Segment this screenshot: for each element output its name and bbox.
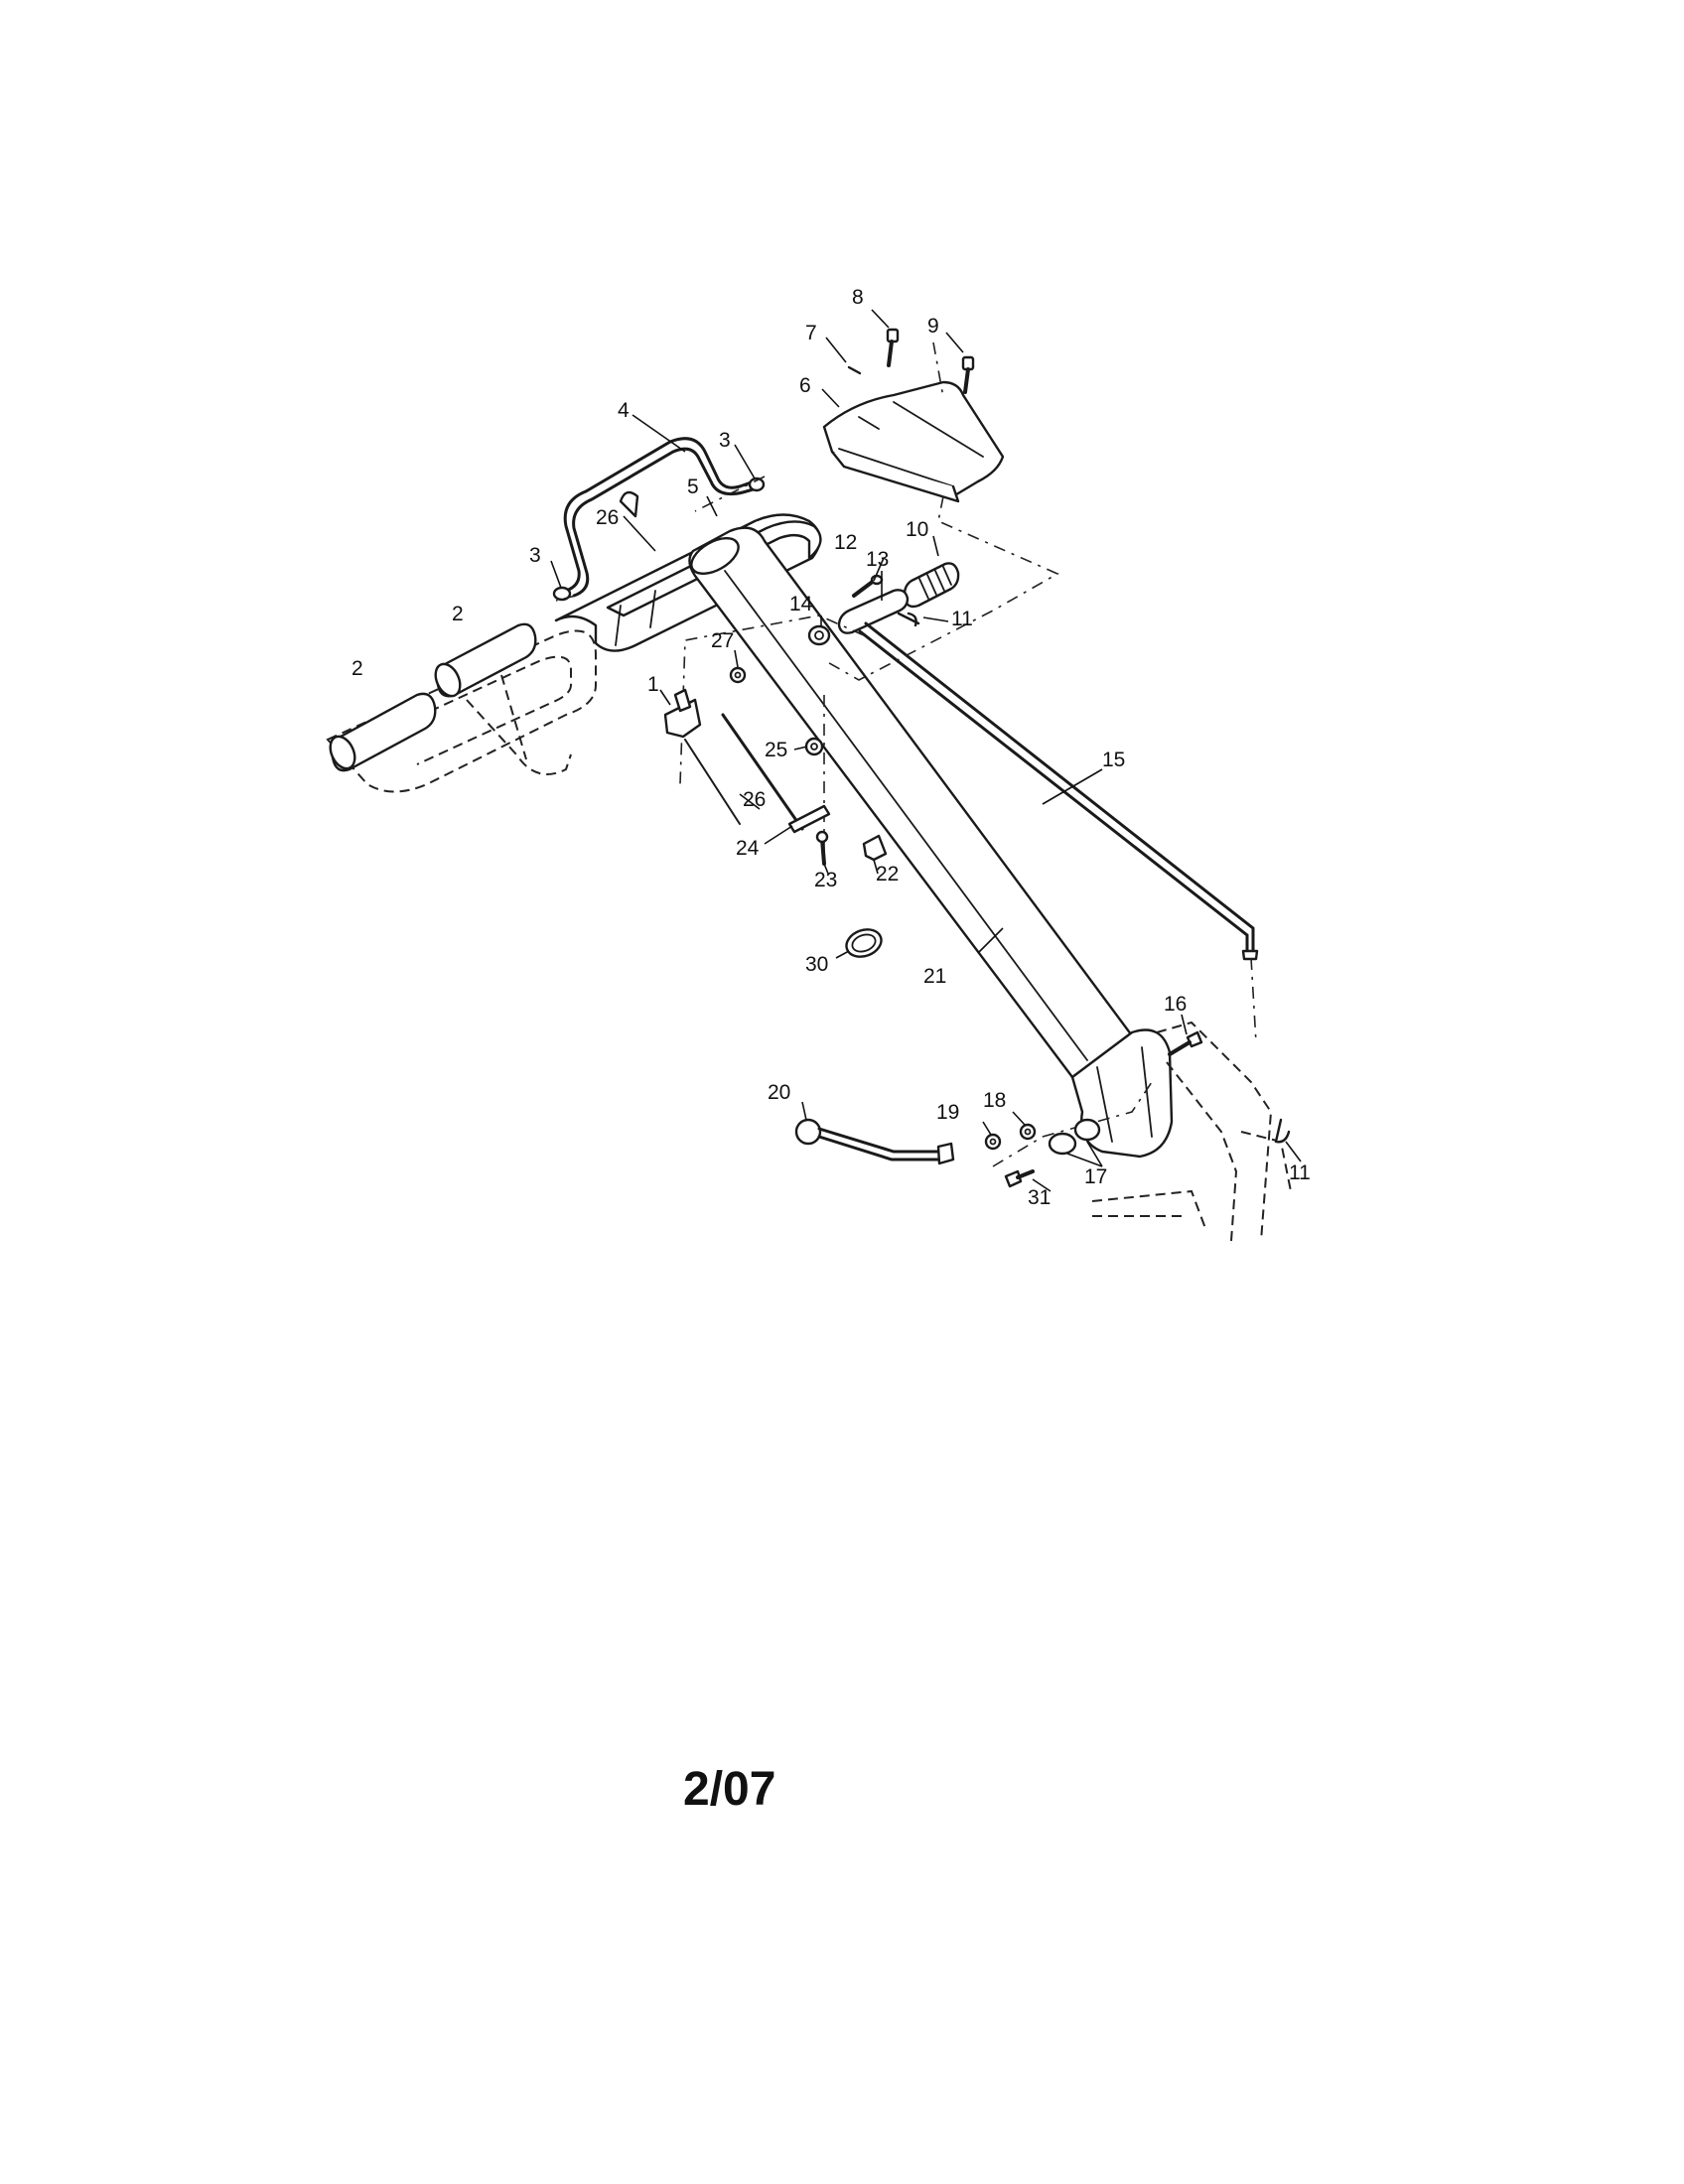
alignment-lines bbox=[555, 341, 1257, 1167]
callout-14: 14 bbox=[789, 593, 813, 615]
callout-17: 17 bbox=[1084, 1165, 1107, 1188]
callout-8: 8 bbox=[852, 286, 864, 309]
bolt-23 bbox=[815, 830, 829, 866]
nut-25 bbox=[804, 737, 824, 756]
callout-22: 22 bbox=[876, 863, 899, 886]
callout-21: 21 bbox=[923, 965, 946, 988]
callout-12: 12 bbox=[834, 531, 857, 554]
leader-lines bbox=[550, 309, 1302, 1192]
callout-25: 25 bbox=[765, 739, 787, 761]
shift-lever bbox=[794, 1118, 955, 1165]
bushing-14 bbox=[807, 624, 831, 646]
callout-11a: 11 bbox=[951, 608, 973, 630]
console-cover bbox=[822, 380, 1005, 503]
callout-2a: 2 bbox=[351, 657, 363, 680]
callout-30: 30 bbox=[805, 953, 828, 976]
screw-8 bbox=[886, 328, 900, 367]
callout-7: 7 bbox=[805, 322, 817, 344]
control-rod bbox=[858, 621, 1259, 961]
callout-31: 31 bbox=[1028, 1186, 1051, 1209]
hand-grip-right bbox=[434, 622, 537, 698]
clip-22 bbox=[862, 834, 888, 862]
nut-27 bbox=[729, 666, 747, 684]
callout-15: 15 bbox=[1102, 749, 1125, 771]
hand-grip-left bbox=[329, 692, 437, 772]
bracket-24 bbox=[787, 804, 831, 834]
callout-3b: 3 bbox=[719, 429, 731, 452]
hose-clamp-30 bbox=[845, 928, 883, 958]
hairpin-clip-11-lower bbox=[1274, 1118, 1291, 1144]
callout-27: 27 bbox=[711, 629, 734, 652]
date-code: 2/07 bbox=[683, 1763, 776, 1816]
bolt-31 bbox=[1004, 1169, 1035, 1188]
callout-9: 9 bbox=[927, 315, 939, 338]
callout-18: 18 bbox=[983, 1089, 1006, 1112]
callout-3a: 3 bbox=[529, 544, 541, 567]
callout-10: 10 bbox=[906, 518, 928, 541]
callout-23: 23 bbox=[814, 869, 837, 891]
screw-9 bbox=[961, 355, 975, 394]
callout-5: 5 bbox=[687, 476, 699, 498]
callout-13: 13 bbox=[866, 548, 889, 571]
washer-19 bbox=[984, 1133, 1002, 1151]
callout-2b: 2 bbox=[452, 603, 464, 625]
ghost-handle-frame bbox=[326, 629, 597, 793]
bracket-13 bbox=[837, 589, 910, 634]
callout-labels: 1 2 2 3 3 4 5 6 7 8 9 10 11 11 12 13 14 … bbox=[351, 286, 1311, 1209]
callout-11b: 11 bbox=[1289, 1161, 1311, 1184]
callout-1: 1 bbox=[647, 673, 659, 696]
cable-26-lower bbox=[721, 713, 804, 831]
callout-4: 4 bbox=[618, 399, 630, 422]
callout-16: 16 bbox=[1164, 993, 1187, 1016]
nut-18 bbox=[1019, 1123, 1037, 1141]
pin-12 bbox=[852, 574, 884, 598]
callout-20: 20 bbox=[768, 1081, 790, 1104]
callout-6: 6 bbox=[799, 374, 811, 397]
callout-26a: 26 bbox=[596, 506, 619, 529]
callout-24: 24 bbox=[736, 837, 760, 860]
knurled-grip-10 bbox=[903, 562, 960, 609]
knobs-17 bbox=[1048, 1118, 1101, 1156]
washer-7 bbox=[847, 365, 862, 375]
bracket-1 bbox=[663, 688, 741, 825]
bolt-16 bbox=[1168, 1030, 1203, 1056]
handle-bail bbox=[552, 437, 766, 602]
hairpin-clip-11-upper bbox=[897, 612, 920, 627]
callout-26b: 26 bbox=[743, 788, 766, 811]
callout-19: 19 bbox=[936, 1101, 959, 1124]
